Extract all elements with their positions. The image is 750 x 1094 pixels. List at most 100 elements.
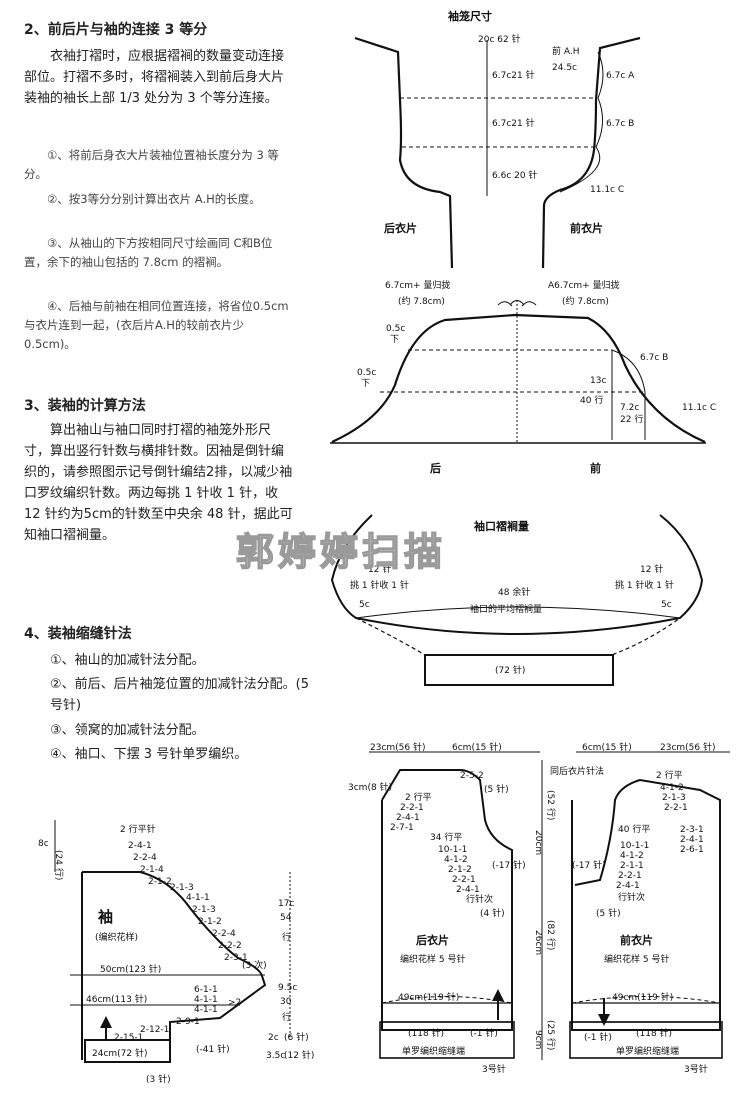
sleeve-30-rows: 行 <box>282 1011 291 1023</box>
sleeve-cap-row-3: 2-1-4 <box>140 865 164 875</box>
sleeve-cap-row-10: 2-2-2 <box>218 941 242 951</box>
back-arm-row-2: 4-1-2 <box>444 855 468 865</box>
back-turn: 行针次 <box>466 893 493 905</box>
back-arm-row-1: 10-1-1 <box>438 845 467 855</box>
sleeve-inc-row-3: 4-1-1 <box>194 1005 218 1015</box>
cap-40-rows: 40 行 <box>580 394 603 406</box>
back-top-right-width: 6cm(15 针) <box>452 741 502 753</box>
sleeve-30: 30 <box>280 997 292 1007</box>
sleeve-cap-row-8: 2-1-2 <box>198 917 222 927</box>
section-2-note-2: ②、按3等分分别计算出衣片 A.H的长度。 <box>47 192 261 206</box>
front-neck-row-1: 2-3-1 <box>680 825 704 835</box>
sleeve-cap-row-7: 2-1-3 <box>192 905 216 915</box>
cap-right-ease: A6.7cm+ 量归拢 <box>548 279 620 291</box>
front-top-right-width: 23cm(56 针) <box>660 741 716 753</box>
armhole-row-1: 6.7c21 针 <box>492 69 535 81</box>
cap-left-ease-sub: (约 7.8cm) <box>398 295 445 307</box>
back-25-rows: (25 行) <box>545 1020 557 1050</box>
cap-7-2c: 7.2c <box>620 403 639 413</box>
back-26cm: 26cm <box>533 930 543 955</box>
sleeve-cap-diagram <box>330 300 706 444</box>
section-4-item-4: ④、袖口、下摆 3 号针单罗编织。 <box>50 747 248 762</box>
back-arm-row-5: 2-4-1 <box>456 885 480 895</box>
front-width-49: 49cm(119 针) <box>612 991 673 1003</box>
cuff-right-rule: 挑 1 针收 1 针 <box>615 579 674 591</box>
sleeve-cap-row-2: 2-2-4 <box>133 853 157 863</box>
cap-back-label: 后 <box>430 461 441 475</box>
back-20cm: 20cm <box>533 830 543 855</box>
cap-half-1: 0.5c <box>386 324 405 334</box>
sleeve-inc-row-4: 2-9-1 <box>176 1017 200 1027</box>
back-arm-row-3: 2-1-2 <box>448 865 472 875</box>
armhole-point-a: 6.7c A <box>606 71 635 81</box>
sleeve-title: 袖 <box>98 908 113 926</box>
sleeve-inc-bracket: >2 <box>228 998 241 1008</box>
cuff-right-5c: 5c <box>661 600 672 610</box>
armhole-row-3: 6.6c 20 针 <box>492 169 537 181</box>
sleeve-minus-41: (-41 针) <box>196 1043 230 1055</box>
back-arm-flat: 34 行平 <box>430 831 462 843</box>
armhole-top-width: 20c 62 针 <box>478 33 521 45</box>
section-2-paragraph: 衣袖打褶时，应根据褶裥的数量变动连接部位。打褶不多时，将褶裥装入到前后身大片装袖… <box>24 49 285 106</box>
armhole-point-c: 11.1c C <box>590 185 624 195</box>
sleeve-12-stitches: (12 针) <box>284 1049 314 1061</box>
armhole-front-ah: 前 A.H <box>552 45 580 57</box>
armhole-back-label: 后衣片 <box>384 221 417 235</box>
front-arm-flat: 40 行平 <box>618 823 650 835</box>
sleeve-9-5c: 9.5c <box>278 983 297 993</box>
back-shoulder-row-4: 2-7-1 <box>390 823 414 833</box>
section-4-item-3: ③、领窝的加减针法分配。 <box>50 723 205 738</box>
sleeve-row-b: 2-12-1 <box>140 1025 169 1035</box>
sleeve-row-a: 2-15-1 <box>114 1033 143 1043</box>
sleeve-cuff-width: 24cm(72 针) <box>92 1047 148 1059</box>
front-neck-row-3: 2-6-1 <box>680 845 704 855</box>
sleeve-cap-row-5: 2-1-3 <box>170 883 194 893</box>
armhole-title: 袖笼尺寸 <box>448 9 492 23</box>
cap-down-2: 下 <box>361 379 370 389</box>
sleeve-54-rows: 行 <box>282 931 291 943</box>
cap-point-b: 6.7c B <box>640 353 668 363</box>
sleeve-cap-row-1: 2-4-1 <box>128 841 152 851</box>
cuff-left-5c: 5c <box>359 600 370 610</box>
cap-half-2: 0.5c <box>357 368 376 378</box>
back-shoulder-3cm: 3cm(8 针) <box>348 781 392 793</box>
section-3-paragraph: 算出袖山与袖口同时打褶的袖笼外形尺寸，算出竖行针数与横排针数。因袖是倒针编织的，… <box>24 423 293 543</box>
back-title: 后衣片 <box>416 933 449 947</box>
sleeve-cap-row-6: 4-1-1 <box>186 893 210 903</box>
sleeve-pattern: (编织花样) <box>95 931 138 943</box>
section-4-item-2: ②、前后、后片袖笼位置的加减针法分配。(5号针) <box>50 677 309 713</box>
front-flat-2: 2 行平 <box>656 769 683 781</box>
section-4-title: 4、装袖缩缝针法 <box>24 626 132 642</box>
armhole-front-ah-value: 24.5c <box>552 63 577 73</box>
back-piece-diagram <box>369 751 543 1060</box>
back-shoulder-row-3: 2-4-1 <box>396 813 420 823</box>
back-4-stitches: (4 针) <box>480 907 505 919</box>
front-pattern: 编织花样 5 号针 <box>604 953 669 965</box>
sleeve-piece-diagram <box>54 820 291 1063</box>
sleeve-cap-row-11: 2-3-1 <box>224 953 248 963</box>
back-width-118: (118 针) <box>408 1027 444 1039</box>
armhole-point-b: 6.7c B <box>606 119 634 129</box>
front-arm-row-4: 2-2-1 <box>618 871 642 881</box>
sleeve-17c: 17c <box>278 899 294 909</box>
front-shoulder-row-2: 2-1-3 <box>662 793 686 803</box>
front-minus-17: (-17 针) <box>572 859 606 871</box>
section-2-note-4: ④、后袖与前袖在相同位置连接，将省位0.5cm与衣片连到一起，(衣后片A.H的较… <box>24 299 289 351</box>
sleeve-cap-flat: 2 行平针 <box>120 823 156 835</box>
sleeve-24-rows: (24 行) <box>53 850 65 880</box>
cap-22-rows: 22 行 <box>620 413 643 425</box>
front-piece-diagram <box>569 751 730 1059</box>
sleeve-width-46: 46cm(113 针) <box>86 993 147 1005</box>
front-width-118: (118 针) <box>636 1027 672 1039</box>
sleeve-cap-row-4: 2-1-2 <box>148 877 172 887</box>
armhole-diagram <box>354 36 641 269</box>
front-neck-row-2: 2-4-1 <box>680 835 704 845</box>
front-shoulder-row-3: 2-2-1 <box>664 803 688 813</box>
cuff-title: 袖口褶裥量 <box>474 519 529 533</box>
back-arm-row-4: 2-2-1 <box>452 875 476 885</box>
back-needle: 3号针 <box>482 1063 506 1075</box>
front-arm-row-3: 2-1-1 <box>620 861 644 871</box>
front-turn: 行针次 <box>618 891 645 903</box>
front-needle: 3号针 <box>684 1063 708 1075</box>
section-2-note-3: ③、从袖山的下方按相同尺寸绘画同 C和B位置，余下的袖山包括的 7.8cm 的褶… <box>24 236 273 269</box>
